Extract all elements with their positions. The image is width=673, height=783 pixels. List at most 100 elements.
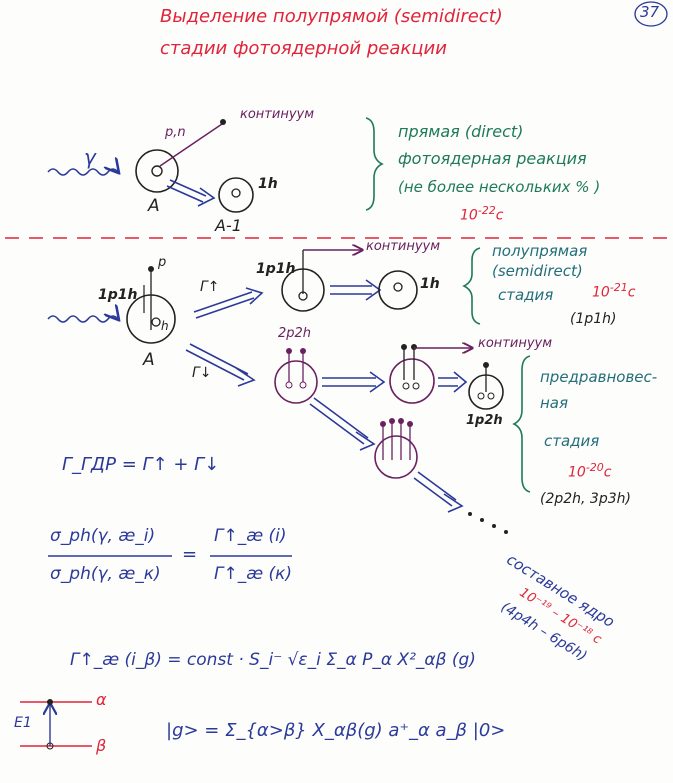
double-arrow-to-1p2h bbox=[438, 371, 468, 393]
level-alpha-dot bbox=[47, 699, 53, 705]
width-formula: Γ_ГДР = Γ↑ + Γ↓ bbox=[62, 454, 220, 475]
2p2h-label: 2p2h bbox=[278, 326, 312, 341]
direct-label-1: прямая (direct) bbox=[398, 122, 524, 141]
2p2h-dot-left bbox=[286, 348, 292, 354]
nucleus-1h bbox=[378, 270, 418, 310]
continuum-label-direct: континуум bbox=[240, 107, 315, 122]
p1h-label-left: 1p1h bbox=[98, 287, 138, 303]
1p2h-hole-1 bbox=[477, 392, 485, 400]
brace-semidirect bbox=[462, 247, 481, 325]
nucleus-3p3h bbox=[389, 358, 435, 404]
semidirect-label-3: стадия bbox=[498, 286, 554, 304]
h-label: h bbox=[161, 319, 169, 333]
double-arrow-down bbox=[185, 343, 256, 387]
semidirect-time-unit: c bbox=[627, 284, 636, 301]
preeq-time-exp: -20 bbox=[585, 461, 604, 474]
continuum-label-preeq: континуум bbox=[478, 336, 553, 351]
page-number: 37 bbox=[640, 3, 660, 21]
preeq-time-base: 10 bbox=[568, 464, 586, 481]
2p2h-hole-right bbox=[299, 381, 307, 389]
brace-direct bbox=[365, 117, 384, 211]
4p4h-dot-4 bbox=[407, 421, 413, 427]
2p2h-hole-left bbox=[285, 381, 293, 389]
p1h-particle-dot bbox=[148, 266, 154, 272]
beta-label: β bbox=[96, 736, 107, 755]
direct-time-base: 10 bbox=[460, 207, 478, 224]
gamma-label-direct: γ bbox=[84, 145, 96, 169]
double-arrow-to-compound bbox=[413, 471, 464, 513]
nucleus-A-core bbox=[151, 165, 163, 177]
4p4h-dot-2 bbox=[389, 418, 395, 424]
dot-1 bbox=[468, 512, 472, 516]
3p3h-hole-1 bbox=[402, 382, 410, 390]
double-arrow-2p2h-down bbox=[309, 397, 376, 451]
photon-wave-semidirect bbox=[47, 316, 118, 323]
dot-2 bbox=[480, 518, 484, 522]
dot-4 bbox=[504, 530, 508, 534]
preeq-label-3: стадия bbox=[544, 432, 600, 450]
one-h-label-direct: 1h bbox=[258, 176, 278, 192]
nucleus-A-label-direct: A bbox=[148, 196, 160, 216]
emission-arrow-direct bbox=[159, 123, 223, 167]
direct-time-exp: -22 bbox=[477, 204, 496, 217]
nucleus-A1-core bbox=[231, 188, 241, 198]
3p3h-hole-2 bbox=[412, 382, 420, 390]
page-title-line1: Выделение полупрямой (semidirect) bbox=[160, 6, 503, 27]
page-number-circle bbox=[634, 1, 668, 27]
sigma-denominator: σ_ph(γ, æ_к) bbox=[50, 564, 161, 584]
direct-time: 10-22c bbox=[460, 205, 504, 223]
double-arrow-to-1h bbox=[330, 279, 382, 301]
gamma-down-label: Γ↓ bbox=[192, 365, 212, 381]
photon-wave-direct bbox=[47, 169, 118, 176]
1p2h-dot bbox=[483, 362, 489, 368]
preeq-time-unit: c bbox=[603, 464, 612, 481]
level-beta-dot bbox=[46, 742, 54, 750]
e1-label: E1 bbox=[14, 715, 32, 731]
dot-3 bbox=[492, 524, 496, 528]
direct-label-3: (не более нескольких % ) bbox=[398, 178, 601, 196]
p1h-label-mid: 1p1h bbox=[256, 261, 296, 277]
4p4h-dot-1 bbox=[380, 421, 386, 427]
nucleus-2p2h bbox=[274, 360, 318, 404]
partial-width-formula: Γ↑_æ (i_β) = const · S_i⁻ √ε_i Σ_α P_α X… bbox=[70, 650, 476, 670]
double-arrow-2p2h-right bbox=[322, 371, 386, 393]
preeq-label-4: (2p2h, 3p3h) bbox=[540, 491, 631, 507]
preeq-time: 10-20c bbox=[568, 462, 612, 480]
fraction-equals: = bbox=[182, 544, 198, 565]
nucleus-A1 bbox=[218, 177, 254, 213]
semidirect-label-2: (semidirect) bbox=[492, 262, 583, 280]
1p2h-label: 1p2h bbox=[466, 413, 503, 428]
direct-time-unit: c bbox=[495, 207, 504, 224]
p-label: p bbox=[158, 255, 167, 270]
p1h-hole bbox=[151, 317, 161, 327]
alpha-label: α bbox=[96, 690, 107, 709]
double-arrow-up bbox=[193, 287, 264, 319]
continuum-label-semidirect: континуум bbox=[366, 239, 441, 254]
semidirect-label-4: (1p1h) bbox=[570, 311, 617, 327]
nucleus-4p4h bbox=[374, 435, 418, 479]
semidirect-label-1: полупрямая bbox=[492, 242, 588, 260]
gamma-up-label: Γ↑ bbox=[200, 279, 220, 295]
semidirect-time-exp: -21 bbox=[609, 281, 628, 294]
nucleus-A-label-semidirect: A bbox=[143, 350, 155, 370]
preeq-label-1: предравновес- bbox=[540, 368, 658, 386]
state-formula: |g> = Σ_{α>β} X_αβ(g) a⁺_α a_β |0> bbox=[166, 720, 506, 741]
2p2h-dot-right bbox=[300, 348, 306, 354]
one-h-label-semidirect: 1h bbox=[420, 276, 440, 292]
page-title-line2: стадии фотоядерной реакции bbox=[160, 38, 447, 59]
nucleus-A1-label: A-1 bbox=[215, 216, 242, 235]
semidirect-time: 10-21c bbox=[592, 282, 636, 300]
direct-label-2: фотоядерная реакция bbox=[398, 149, 587, 168]
gamma-numerator: Γ↑_æ (i) bbox=[214, 526, 287, 546]
1p2h-hole-2 bbox=[487, 392, 495, 400]
semidirect-time-base: 10 bbox=[592, 284, 610, 301]
3p3h-dot-2 bbox=[411, 344, 417, 350]
preeq-label-2: ная bbox=[540, 394, 569, 412]
nucleus-1h-core bbox=[393, 282, 403, 292]
emitted-particle-dot bbox=[220, 119, 226, 125]
pn-label: p,n bbox=[165, 125, 186, 140]
3p3h-dot-1 bbox=[401, 344, 407, 350]
gamma-denominator: Γ↑_æ (к) bbox=[214, 564, 293, 584]
sigma-numerator: σ_ph(γ, æ_i) bbox=[50, 526, 156, 546]
